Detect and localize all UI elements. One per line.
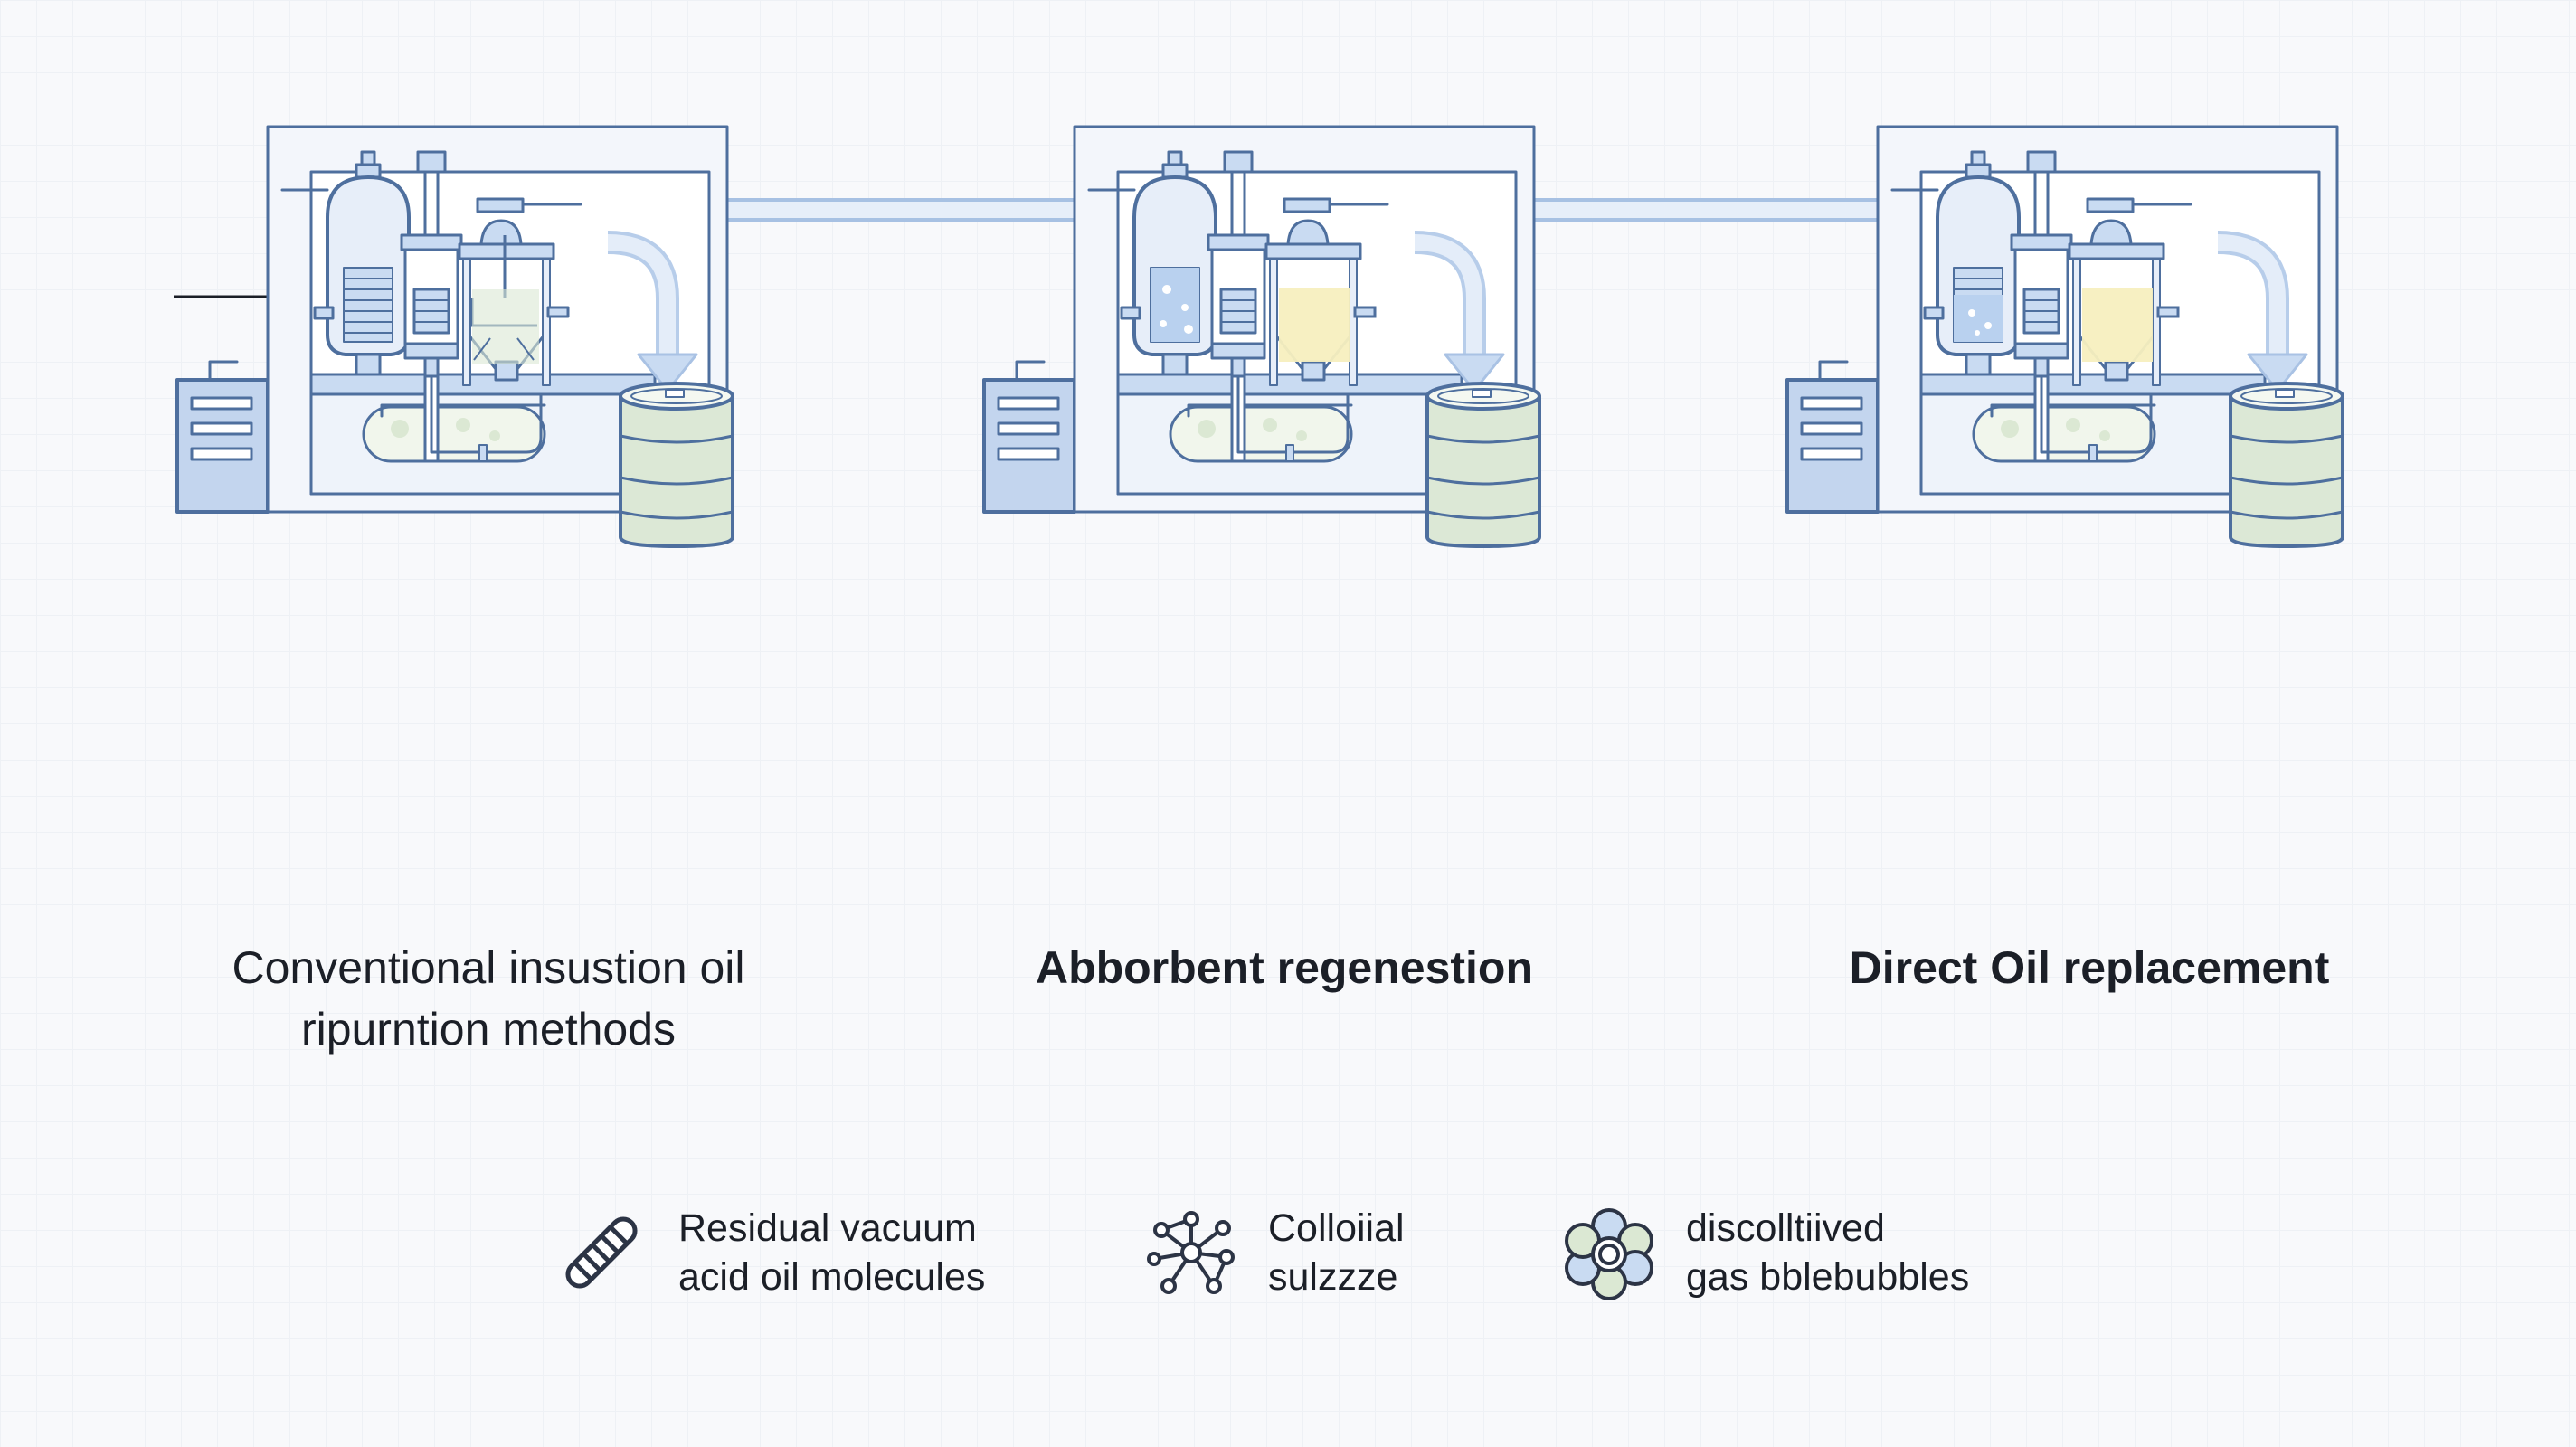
legend-label-bubbles-line-1: discolltiived [1686, 1206, 1885, 1250]
gas-bubble-cluster-icon [1565, 1208, 1653, 1300]
stage-3-caption: Direct Oil replacement [1773, 937, 2406, 998]
apparatus-diagram [0, 0, 2576, 1121]
legend-item-molecules: Residual vacuum acid oil molecules [552, 1203, 985, 1302]
legend-label-bubbles: discolltiived gas bblebubbles [1686, 1204, 1969, 1301]
stage-1-caption: Conventional insustion oil ripurntion me… [172, 937, 805, 1060]
stage-2-apparatus [984, 127, 1539, 546]
legend-item-colloid: Colloiial sulzzze [1141, 1203, 1405, 1302]
stage-1-caption-line-2: ripurntion methods [300, 1004, 677, 1055]
legend-label-colloid-line-2: sulzzze [1268, 1255, 1398, 1299]
legend-label-bubbles-line-2: gas bblebubbles [1686, 1255, 1970, 1299]
legend-label-colloid: Colloiial sulzzze [1268, 1204, 1405, 1301]
stage-3-caption-line-1: Direct Oil replacement [1849, 942, 2330, 993]
molecule-chain-icon [565, 1216, 638, 1289]
stage-1-apparatus [177, 127, 733, 546]
stage-1-caption-line-1: Conventional insustion oil [232, 942, 745, 993]
legend-label-molecules: Residual vacuum acid oil molecules [678, 1204, 985, 1301]
stage-2-caption-line-1: Abborbent regenestion [1035, 942, 1534, 993]
colloid-network-icon [1147, 1211, 1235, 1294]
legend-label-molecules-line-1: Residual vacuum [678, 1206, 977, 1250]
legend-label-molecules-line-2: acid oil molecules [678, 1255, 986, 1299]
stage-3-apparatus [1787, 127, 2343, 546]
legend-item-bubbles: discolltiived gas bblebubbles [1559, 1203, 1969, 1302]
legend-label-colloid-line-1: Colloiial [1268, 1206, 1405, 1250]
stage-2-caption: Abborbent regenestion [968, 937, 1601, 998]
